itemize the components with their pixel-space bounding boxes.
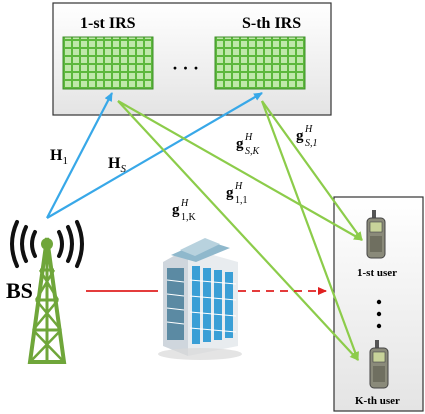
channel-label-g1k: g H 1,K [172,198,197,223]
bs-label: BS [6,278,33,303]
channel-label-gsk: g H S,K [236,132,261,157]
last-user-phone-icon [369,340,389,389]
irs-last-panel [214,36,306,90]
link-irsS-user1 [261,100,363,241]
last-user-label: K-th user [355,395,400,407]
building-icon [158,238,242,360]
svg-text:S,K: S,K [245,146,261,157]
link-irsS-userK [260,100,360,361]
link-irs1-userK [117,100,359,361]
svg-text:g: g [236,136,244,152]
channel-label-hs: HS [108,155,126,175]
irs-first-panel [62,36,154,90]
irs-group: 1-st IRS S-th IRS · · · [52,2,332,116]
first-user-label: 1-st user [357,267,397,279]
channel-label-gs1: g H S,1 [296,124,318,149]
link-bs-irs1 [46,92,113,219]
irs-first-label: 1-st IRS [80,15,136,32]
channel-label-g11: g H 1,1 [226,181,248,206]
svg-text:S,1: S,1 [305,138,318,149]
signal-waves-icon [10,220,84,268]
svg-text:H: H [244,132,253,143]
svg-text:g: g [226,185,234,201]
svg-text:1,K: 1,K [181,212,197,223]
irs-ellipsis: · · · [172,58,199,78]
svg-text:H: H [304,124,313,135]
svg-text:g: g [296,128,304,144]
user-ellipsis [376,299,382,329]
bs-tower-icon [27,237,67,364]
irs-last-label: S-th IRS [242,15,301,32]
svg-text:H: H [234,181,243,192]
link-bs-irsS [46,92,263,219]
user-group: 1-st user K-th user [333,196,424,412]
svg-text:1,1: 1,1 [235,195,248,206]
svg-text:g: g [172,202,180,218]
channel-label-h1: H1 [50,147,68,167]
link-irs1-user1 [117,100,363,241]
svg-text:H: H [180,198,189,209]
first-user-phone-icon [366,210,386,259]
